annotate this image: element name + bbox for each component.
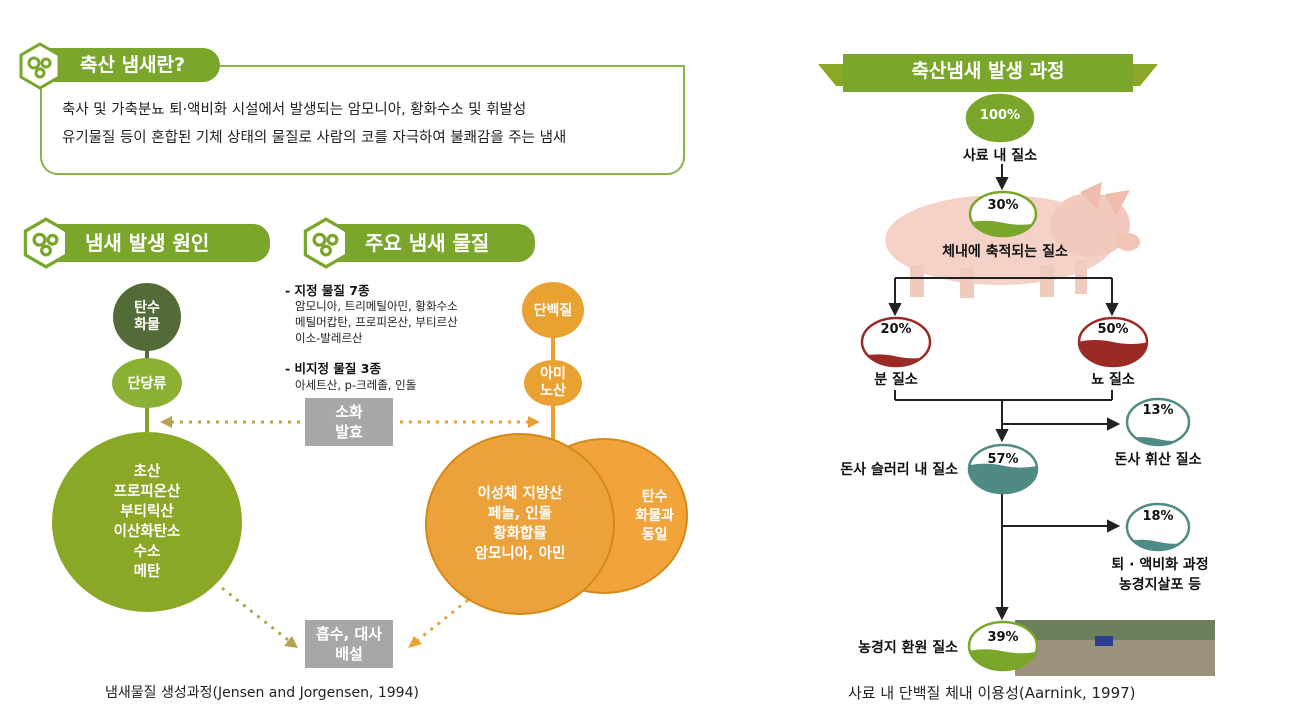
substances-title: 주요 냄새 물질 bbox=[325, 224, 535, 262]
feed-pct: 100% bbox=[979, 108, 1021, 123]
gauge-compost bbox=[1125, 502, 1191, 552]
gauge-ring bbox=[1077, 316, 1149, 368]
definition-title: 축산 냄새란? bbox=[40, 48, 220, 82]
non-designated-heading: - 비지정 물질 3종 bbox=[285, 361, 381, 376]
gauge-ring bbox=[967, 620, 1039, 672]
volat-pct: 13% bbox=[1142, 403, 1174, 418]
compost-pct: 18% bbox=[1142, 509, 1174, 524]
gauge-field bbox=[967, 620, 1039, 672]
urine-pct: 50% bbox=[1097, 322, 1129, 337]
amino-acid-node: 아미 노산 bbox=[524, 360, 582, 406]
gauge-ring bbox=[968, 190, 1038, 238]
gears-icon bbox=[23, 217, 69, 269]
compost-label: 퇴 · 액비화 과정 농경지살포 등 bbox=[1111, 557, 1209, 593]
gauge-ring bbox=[967, 443, 1039, 495]
monosaccharide-node: 단당류 bbox=[112, 358, 182, 408]
pig-image bbox=[885, 182, 1140, 298]
gauge-fill bbox=[969, 463, 1037, 493]
slurry-pct: 57% bbox=[987, 452, 1019, 467]
definition-box bbox=[40, 65, 685, 175]
title-ribbon bbox=[818, 54, 1158, 92]
gauge-ring bbox=[965, 93, 1035, 143]
gauge-ring bbox=[1125, 397, 1191, 447]
non-designated-list: 아세트산, p-크레졸, 인돌 bbox=[295, 378, 417, 392]
gauge-urine bbox=[1077, 316, 1149, 368]
carbohydrate-node: 탄수 화물 bbox=[113, 283, 181, 351]
body-pct: 30% bbox=[987, 198, 1019, 213]
designated-heading: - 지정 물질 7종 bbox=[285, 283, 370, 298]
gauge-fill bbox=[967, 95, 1033, 141]
gears-icon bbox=[303, 217, 349, 269]
feed-label: 사료 내 질소 bbox=[962, 148, 1038, 164]
field-label: 농경지 환원 질소 bbox=[858, 640, 958, 656]
digestion-box: 소화 발효 bbox=[305, 398, 393, 446]
causes-title: 냄새 발생 원인 bbox=[45, 224, 270, 262]
gauge-volat bbox=[1125, 397, 1191, 447]
volat-label: 돈사 휘산 질소 bbox=[1114, 452, 1202, 468]
gauge-fill bbox=[1079, 340, 1147, 366]
gauge-ring bbox=[1125, 502, 1191, 552]
gauge-body bbox=[968, 190, 1038, 238]
protein-products-node: 이성체 지방산 페놀, 인돌 황화합물 암모니아, 아민 bbox=[425, 433, 615, 615]
absorption-box: 흡수, 대사 배설 bbox=[305, 620, 393, 668]
feces-label: 분 질소 bbox=[874, 372, 918, 388]
definition-line-1: 축사 및 가축분뇨 퇴·액비화 시설에서 발생되는 암모니아, 황화수소 및 휘… bbox=[62, 102, 527, 118]
connectors bbox=[145, 330, 555, 648]
process-title: 축산냄새 발생 과정 bbox=[911, 60, 1065, 82]
feces-pct: 20% bbox=[880, 322, 912, 337]
left-caption: 냄새물질 생성과정(Jensen and Jorgensen, 1994) bbox=[105, 685, 419, 701]
field-image bbox=[1015, 620, 1215, 676]
designated-list: 암모니아, 트리메틸아민, 황화수소 메틸머캅탄, 프로피온산, 부티르산 이소… bbox=[295, 299, 458, 345]
urine-label: 뇨 질소 bbox=[1091, 372, 1135, 388]
body-label: 체내에 축적되는 질소 bbox=[942, 244, 1068, 260]
protein-node: 단백질 bbox=[522, 282, 584, 338]
gauge-slurry bbox=[967, 443, 1039, 495]
slurry-label: 돈사 슬러리 내 질소 bbox=[840, 462, 958, 478]
gears-icon bbox=[19, 42, 61, 90]
flow-arrows bbox=[888, 164, 1121, 621]
gauge-ring bbox=[860, 316, 932, 368]
gauge-feces bbox=[860, 316, 932, 368]
gauge-feed bbox=[965, 93, 1035, 143]
right-caption: 사료 내 단백질 체내 이용성(Aarnink, 1997) bbox=[848, 684, 1136, 702]
field-pct: 39% bbox=[987, 630, 1019, 645]
definition-line-2: 유기물질 등이 혼합된 기체 상태의 물질로 사람의 코를 자극하여 불쾌감을 … bbox=[62, 130, 567, 146]
carbohydrate-products-node: 초산 프로피온산 부티릭산 이산화탄소 수소 메탄 bbox=[52, 432, 242, 612]
